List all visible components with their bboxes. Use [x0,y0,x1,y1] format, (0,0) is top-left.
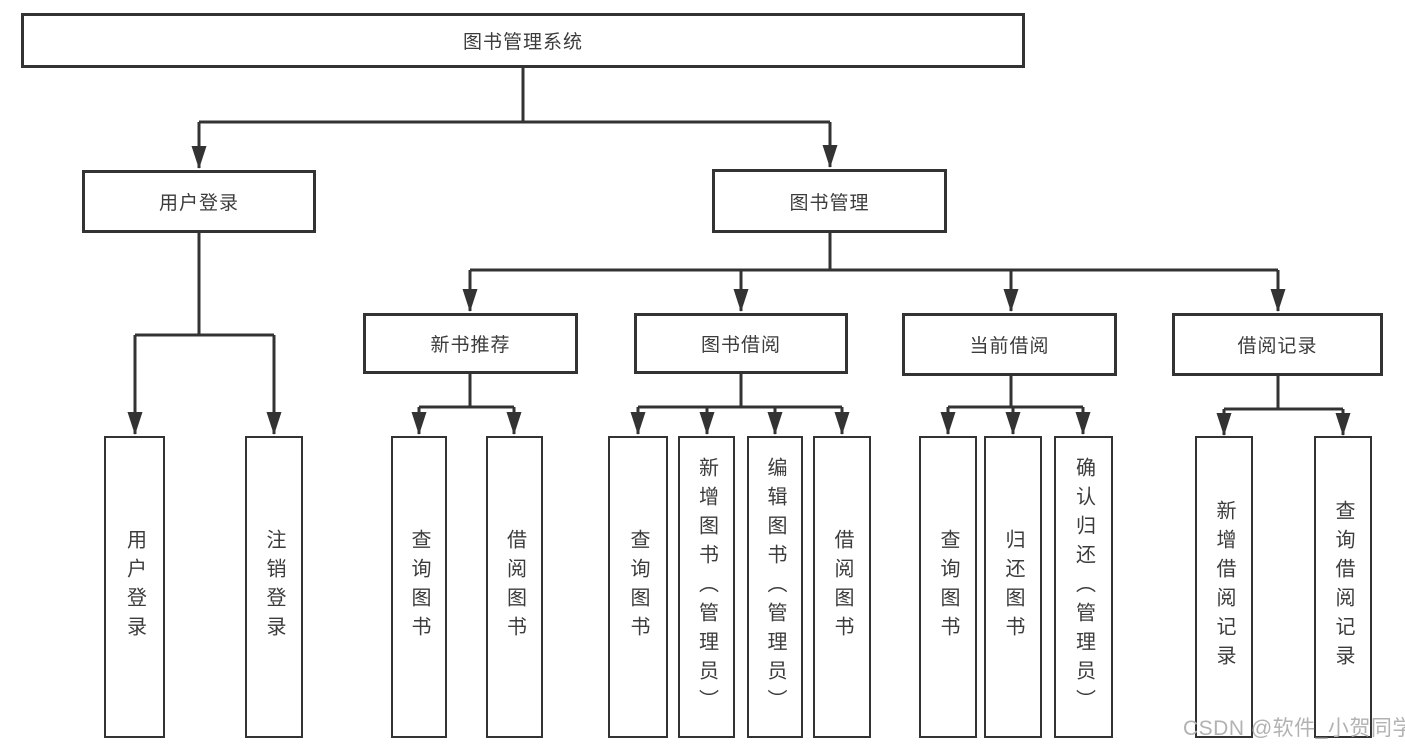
node-label: 当前借阅 [969,336,1050,357]
node-user-login: 用户登录 [82,170,316,233]
node-label: 查询图书 [627,529,649,645]
leaf-bb-borrow-books: 借阅图书 [813,436,871,738]
node-label: 归还图书 [1002,529,1024,645]
node-current-borrow: 当前借阅 [902,313,1117,376]
node-borrow-records: 借阅记录 [1172,313,1383,376]
node-label: 图书管理 [789,192,870,214]
node-label: 用户登录 [123,529,146,645]
connector-new-book-recommend-branch [411,374,522,435]
leaf-cb-confirm-return-admin: 确认归还（管理员） [1054,436,1113,738]
leaf-br-query-record: 查询借阅记录 [1314,436,1372,738]
node-label: 查询图书 [408,529,430,645]
node-label: 编辑图书（管理员） [764,456,786,718]
node-label: 确认归还（管理员） [1072,456,1095,718]
connector-user-login-branch [127,233,282,435]
connector-root-branch [191,68,838,169]
node-new-book-recommend: 新书推荐 [363,313,578,374]
node-label: 注销登录 [263,529,285,645]
node-label: 借阅图书 [503,529,526,645]
connector-book-borrow-branch [630,374,850,435]
node-label: 借阅记录 [1237,336,1318,357]
node-label: 借阅图书 [831,529,853,645]
leaf-bb-add-books-admin: 新增图书（管理员） [678,436,735,738]
leaf-nbr-borrow-books: 借阅图书 [486,436,543,738]
node-label: 新增图书（管理员） [695,456,718,718]
leaf-user-login: 用户登录 [104,436,165,738]
connector-current-borrow-branch [940,376,1091,435]
node-book-management: 图书管理 [712,169,947,233]
node-label: 查询借阅记录 [1332,500,1354,674]
leaf-bb-edit-books-admin: 编辑图书（管理员） [747,436,803,738]
node-label: 新书推荐 [430,335,511,356]
leaf-nbr-query-books: 查询图书 [391,436,447,738]
node-book-borrow: 图书借阅 [634,313,848,374]
leaf-cb-query-books: 查询图书 [919,436,977,738]
leaf-cb-return-books: 归还图书 [984,436,1042,738]
leaf-logout-login: 注销登录 [245,436,303,738]
node-label: 查询图书 [937,529,959,645]
node-label: 新增借阅记录 [1213,500,1235,674]
node-library-management-system: 图书管理系统 [21,13,1025,68]
node-label: 图书管理系统 [462,32,583,53]
connector-borrow-records-branch [1216,376,1351,436]
leaf-br-add-record: 新增借阅记录 [1195,436,1253,738]
node-label: 用户登录 [158,193,239,214]
leaf-bb-query-books: 查询图书 [608,436,668,738]
csdn-watermark: CSDN @软件_小贺同学 [1183,717,1405,740]
node-label: 图书借阅 [700,335,781,356]
connector-book-management-branch [462,233,1286,312]
